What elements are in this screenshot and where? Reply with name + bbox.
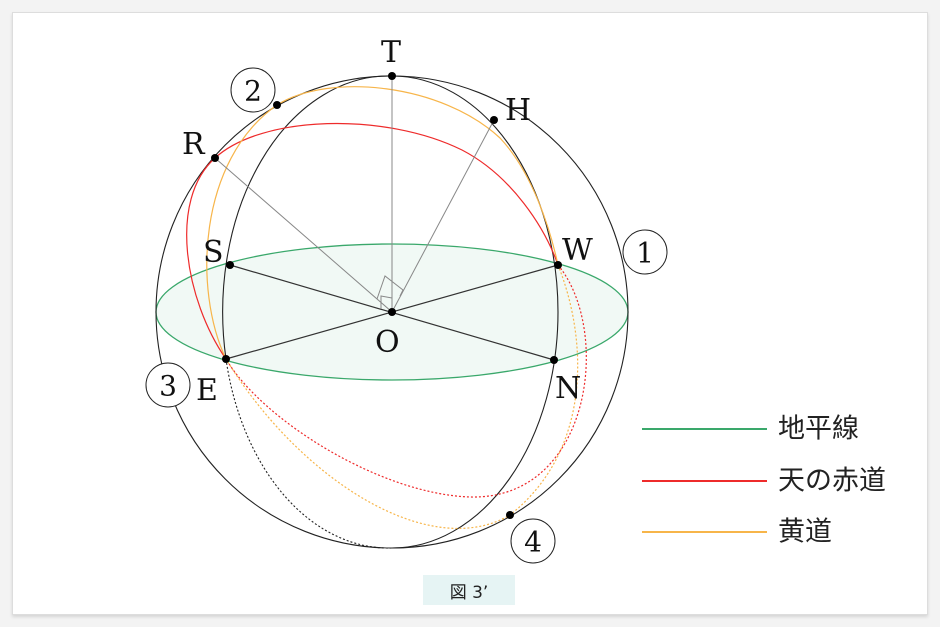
label-W: W [562, 233, 593, 268]
point-R [211, 154, 219, 162]
point-4 [506, 511, 514, 519]
point-T [388, 72, 396, 80]
meridian-front-left [222, 75, 393, 360]
legend-label-horizon: 地平線 [778, 414, 859, 445]
label-H: H [505, 93, 531, 128]
equator-back [225, 264, 587, 498]
legend-label-equator: 天の赤道 [778, 466, 886, 497]
right-angle-mark-small [380, 295, 393, 309]
figure-caption: 図 3’ [423, 575, 515, 605]
label-T: T [381, 35, 401, 70]
label-E: E [196, 373, 218, 408]
label-N: N [555, 371, 581, 406]
meridian-right [391, 75, 559, 549]
circled-number-3: 3 [159, 370, 177, 403]
circled-number-2: 2 [244, 75, 262, 108]
point-H [490, 116, 498, 124]
point-E [222, 355, 230, 363]
circled-number-1: 1 [636, 237, 654, 270]
point-N [550, 356, 558, 364]
meridian-back-left [225, 358, 393, 549]
legend-label-ecliptic: 黄道 [778, 517, 832, 548]
points [211, 72, 562, 519]
circle-2 [230, 67, 276, 113]
label-R: R [182, 127, 206, 162]
label-S: S [203, 235, 224, 270]
point-O [388, 308, 396, 316]
label-O: O [375, 325, 400, 360]
circle-3 [145, 362, 191, 408]
line-O-R [214, 157, 393, 313]
point-W [554, 261, 562, 269]
line-O-H [391, 119, 495, 313]
ecliptic-front [206, 86, 559, 360]
equator-front [186, 122, 559, 360]
point-2 [273, 101, 281, 109]
right-angle-mark [376, 275, 404, 300]
point-S [226, 261, 234, 269]
circle-1 [622, 229, 668, 275]
circle-4 [510, 518, 556, 564]
legend: 地平線 天の赤道 黄道 [642, 414, 886, 548]
circled-number-4: 4 [524, 526, 542, 559]
